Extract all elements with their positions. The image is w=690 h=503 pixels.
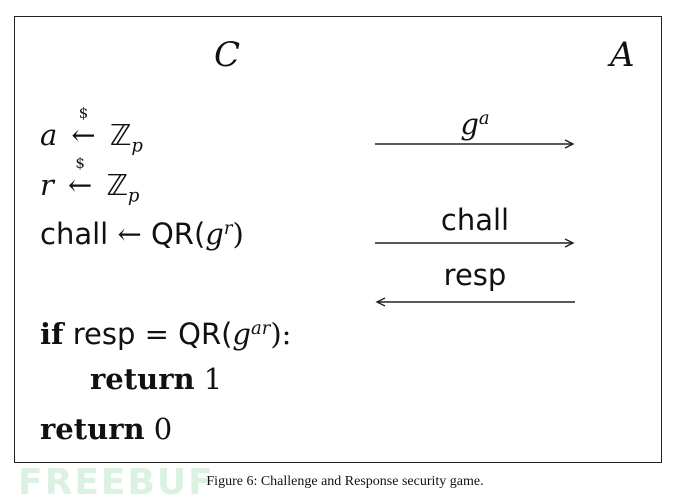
message-ga-label: ga bbox=[375, 104, 575, 139]
left-arrow: ← bbox=[71, 118, 96, 152]
var-chall: chall bbox=[40, 216, 109, 251]
adversary-label: A bbox=[610, 35, 635, 75]
challenger-label: C bbox=[214, 35, 241, 75]
return-value-one: 1 bbox=[203, 362, 223, 396]
assign-arrow: ← bbox=[117, 216, 142, 251]
game-frame bbox=[14, 16, 662, 463]
watermark-text: FREEBUF bbox=[18, 462, 215, 500]
message-resp-label: resp bbox=[443, 258, 507, 292]
if-condition-line: if resp = QR(gar): bbox=[40, 312, 291, 351]
group-subscript: p bbox=[127, 185, 140, 207]
return-keyword: return bbox=[40, 412, 145, 446]
var-a: a bbox=[40, 118, 58, 152]
chall-assign-line: chall ← QR(gr) bbox=[40, 212, 244, 251]
exponent-ar: ar bbox=[251, 318, 271, 339]
var-r: r bbox=[40, 168, 54, 202]
if-keyword: if bbox=[40, 316, 64, 351]
equals-sign: = bbox=[144, 316, 169, 351]
qr-function: QR( bbox=[178, 316, 233, 351]
var-resp: resp bbox=[72, 316, 136, 351]
random-sample-arrow: $← bbox=[63, 156, 97, 203]
generator-g: g bbox=[232, 316, 251, 351]
return-keyword: return bbox=[90, 362, 195, 396]
group-symbol: ℤ bbox=[109, 118, 132, 152]
msg-exponent-a: a bbox=[478, 108, 490, 129]
sample-r-line: r $← ℤp bbox=[40, 156, 140, 213]
left-arrow-resp bbox=[375, 297, 575, 307]
return-value-zero: 0 bbox=[153, 412, 173, 446]
group-subscript: p bbox=[131, 135, 143, 157]
sample-a-line: a $← ℤp bbox=[40, 106, 143, 163]
qr-function: QR( bbox=[150, 216, 206, 251]
right-arrow-ga bbox=[375, 139, 575, 149]
message-chall-label: chall bbox=[440, 203, 510, 237]
figure-caption: Figure 6: Challenge and Response securit… bbox=[206, 474, 484, 489]
generator-g: g bbox=[205, 216, 224, 251]
freebuf-watermark-logo: FREEBUF bbox=[18, 462, 215, 500]
exponent-r: r bbox=[223, 218, 233, 239]
return-one-line: return 1 bbox=[90, 362, 222, 396]
left-arrow: ← bbox=[67, 168, 93, 202]
random-sample-arrow: $← bbox=[67, 106, 101, 153]
return-zero-line: return 0 bbox=[40, 412, 172, 446]
right-arrow-chall bbox=[375, 238, 575, 248]
close-paren-colon: ): bbox=[270, 316, 292, 351]
dollar-sign: $ bbox=[75, 154, 85, 172]
close-paren: ) bbox=[232, 216, 244, 251]
dollar-sign: $ bbox=[78, 104, 89, 122]
group-symbol: ℤ bbox=[106, 168, 128, 202]
msg-generator-g: g bbox=[460, 106, 479, 141]
